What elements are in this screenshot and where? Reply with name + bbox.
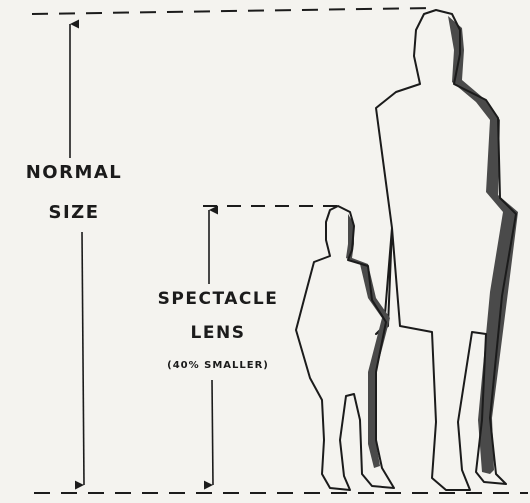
normal-size-figure — [376, 10, 518, 490]
normal-size-arrow-lower — [82, 232, 84, 485]
normal-size-label-line1: NORMAL — [10, 164, 138, 182]
spectacle-lens-note: (40% SMALLER) — [138, 361, 298, 371]
spectacle-arrow-lower — [212, 380, 213, 485]
normal-size-label-line2: SIZE — [10, 204, 138, 222]
spectacle-lens-figure-shadow — [346, 214, 390, 468]
spectacle-lens-figure — [296, 206, 394, 490]
top-reference-line — [32, 8, 432, 14]
spectacle-lens-label-line2: LENS — [138, 325, 298, 342]
spectacle-lens-label-line1: SPECTACLE — [138, 291, 298, 308]
normal-size-figure-outline — [376, 10, 516, 490]
